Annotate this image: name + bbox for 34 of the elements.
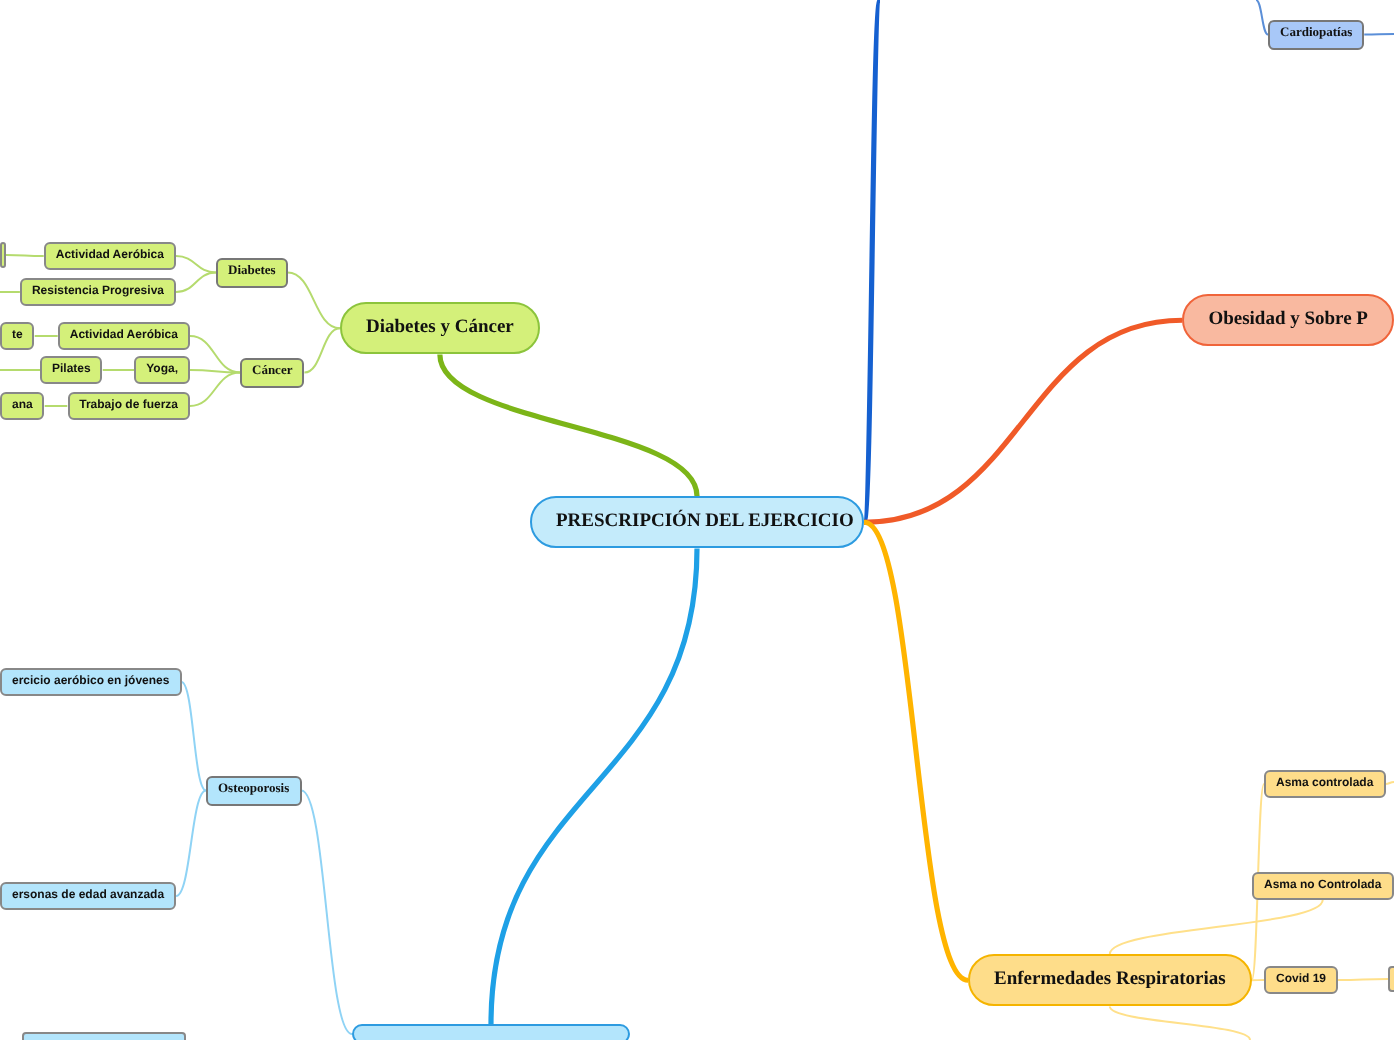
connector-line: [1337, 978, 1389, 981]
connector-line: [1108, 899, 1324, 955]
connector-line: [180, 681, 207, 792]
connector-line: [437, 353, 700, 497]
connector-line: [175, 789, 207, 897]
connector-line: [175, 271, 217, 293]
connector-line: [863, 317, 1183, 525]
connector-line: [175, 255, 217, 274]
connector-line: [189, 371, 241, 407]
box: [0, 242, 6, 268]
topic-pill: [352, 1024, 630, 1040]
connector-line: [1363, 33, 1394, 36]
connector-line: [1384, 781, 1394, 785]
connector-line: [5, 254, 45, 257]
connector-line: [43, 405, 69, 407]
connector-line: [0, 291, 21, 293]
connector-line: [1108, 1005, 1251, 1040]
connector-line: [488, 548, 700, 1025]
topic-pill: Diabetes y Cáncer: [340, 302, 540, 355]
connector-line: [861, 0, 883, 523]
connector-line: [189, 369, 241, 374]
connector-line: [1255, 0, 1269, 36]
central-topic: PRESCRIPCIÓN DEL EJERCICIO: [530, 496, 864, 549]
connector-line: [300, 789, 353, 1035]
connector-line: [862, 520, 970, 983]
connector-line: [0, 369, 41, 371]
connector-line: [1250, 979, 1265, 982]
topic-pill: Obesidad y Sobre P: [1182, 294, 1394, 347]
connector-line: [286, 271, 341, 330]
connector-line: [101, 369, 136, 371]
connector-line: [1250, 783, 1265, 982]
connector-line: [33, 335, 59, 337]
topic-pill: Enfermedades Respiratorias: [968, 954, 1252, 1007]
connector-line: [303, 327, 341, 374]
